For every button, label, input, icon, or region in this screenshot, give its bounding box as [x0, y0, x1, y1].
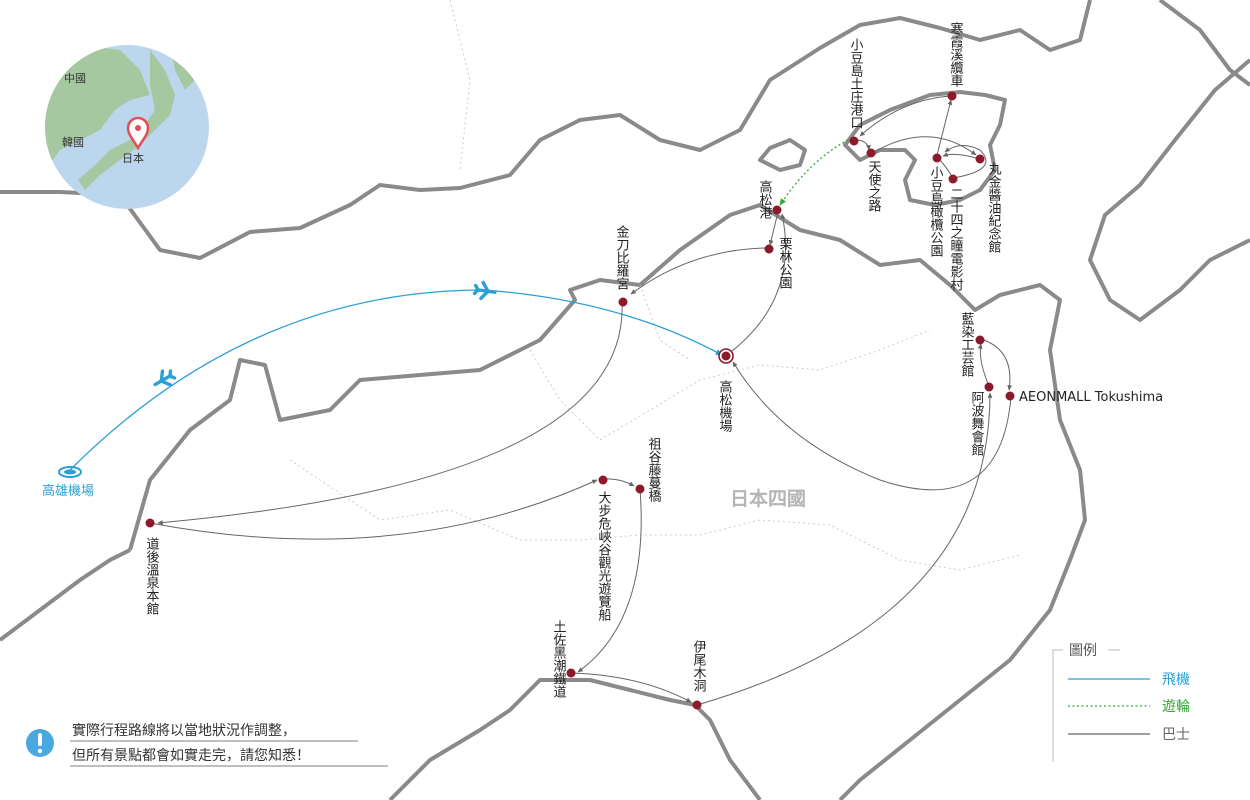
- shikoku-coast: [128, 203, 1087, 800]
- ferry-route: [779, 139, 849, 206]
- region-label: 日本四國: [730, 487, 806, 510]
- flight-routes: [69, 289, 723, 471]
- prefecture-borders: [289, 0, 1021, 571]
- inset-mainland: [45, 45, 150, 200]
- bus-airport-to-port: [726, 213, 787, 356]
- label-dogo: 道後溫泉本館: [144, 537, 160, 615]
- legend-label-plane: 飛機: [1162, 672, 1190, 688]
- bus-marukin-to-olive: [942, 152, 977, 159]
- inset-label-korea: 韓國: [62, 136, 84, 149]
- label-tosa: 土佐黑潮鐵道: [551, 620, 567, 698]
- stop-kaohsiung-airport: [58, 466, 82, 478]
- stop-angel-road: [866, 148, 876, 158]
- stop-kotohira: [618, 297, 628, 307]
- bus-angel-to-marukin: [873, 136, 977, 156]
- kyushu-coast: [0, 548, 131, 642]
- label-marukin: 丸金醬油紀念館: [986, 162, 1002, 253]
- bus-awa-to-aizome: [977, 343, 990, 387]
- bus-iya-to-tosa: [577, 488, 642, 673]
- stops: [58, 91, 1015, 710]
- bus-ritsurin-to-kotohira: [630, 247, 766, 295]
- inset-japan: [78, 50, 175, 190]
- label-aeon: AEONMALL Tokushima: [1019, 390, 1163, 405]
- label-ritsurin: 栗林公園: [777, 237, 793, 289]
- stop-tonosho: [849, 136, 859, 146]
- bus-oboke-to-iya: [602, 478, 635, 487]
- label-nijushi: 二十四之瞳電影村: [948, 187, 964, 291]
- stop-oboke: [598, 475, 608, 485]
- bus-iwaodo-to-awa: [696, 392, 993, 706]
- bus-routes: [149, 95, 1013, 706]
- awaji-island: [1088, 58, 1250, 322]
- stop-takamatsu-port: [772, 205, 782, 215]
- bus-kotohira-to-dogo: [157, 301, 623, 525]
- note-line-2: 但所有景點都會如實走完，請您知悉！: [72, 747, 310, 764]
- label-iwaodo: 伊尾木洞: [691, 640, 707, 692]
- stop-nijushi: [948, 174, 958, 184]
- stop-iya-bridge: [635, 484, 645, 494]
- stop-kankakei: [947, 91, 957, 101]
- bus-kankakei-to-tonosho: [859, 95, 951, 137]
- label-takamatsu-port: 高松港: [757, 179, 773, 219]
- label-tonosho: 小豆島土庄港口: [848, 38, 864, 129]
- stop-olive-park: [932, 153, 942, 163]
- note-line-1: 實際行程路線將以當地狀況作調整，: [72, 722, 296, 739]
- stop-dogo: [145, 518, 155, 528]
- bus-olive-up-kankakei: [936, 99, 953, 156]
- bus-nijushi-to-kankakei: [944, 145, 987, 179]
- label-kankakei: 寒霞溪纜車: [948, 21, 964, 87]
- bus-dogo-to-oboke: [149, 479, 598, 540]
- inset-map: 中國 韓國 日本: [45, 45, 209, 209]
- label-kaohsiung-airport: 高雄機場: [42, 483, 94, 499]
- honshu-coast: [0, 0, 1092, 260]
- legend-label-ferry: 遊輪: [1162, 698, 1190, 715]
- label-olive-park: 小豆島橄欖公園: [928, 166, 944, 257]
- shikoku-south: [388, 678, 762, 800]
- notice: 實際行程路線將以當地狀況作調整， 但所有景點都會如實走完，請您知悉！: [26, 722, 388, 767]
- legend: 圖例 飛機 遊輪 巴士: [1052, 643, 1190, 762]
- stop-aizome: [975, 335, 985, 345]
- label-kotohira: 金刀比羅宮: [614, 224, 630, 290]
- label-takamatsu-airport: 高松機場: [717, 379, 733, 432]
- bus-port-to-ritsurin: [768, 211, 779, 246]
- stop-aeon: [1005, 391, 1015, 401]
- legend-title: 圖例: [1069, 643, 1097, 659]
- honshu-east: [1158, 0, 1250, 87]
- bus-aizome-to-aeon: [980, 338, 1013, 391]
- label-iya-bridge: 祖谷藤蔓橋: [646, 437, 662, 503]
- stop-awa-odori: [984, 382, 994, 392]
- stop-iwaodo: [692, 700, 702, 710]
- legend-label-bus: 巴士: [1162, 727, 1190, 743]
- shodoshima-coast: [843, 90, 1007, 207]
- label-awa-odori: 阿波舞會館: [969, 391, 985, 456]
- stop-marukin: [975, 154, 985, 164]
- label-oboke: 大步危峽谷觀光遊覽船: [596, 491, 612, 622]
- airplane-icon-1: [472, 280, 497, 301]
- stop-tosa: [566, 668, 576, 678]
- label-aizome: 藍染工芸館: [959, 312, 975, 377]
- location-pin-icon: [126, 116, 150, 151]
- vertical-labels: 高松機場 高松港 栗林公園 金刀比羅宮 道後溫泉本館 大步危峽谷觀光遊覽船 祖谷…: [144, 21, 1002, 698]
- inset-label-china: 中國: [64, 72, 86, 85]
- stop-ritsurin: [764, 244, 774, 254]
- bus-tosa-to-iwaodo: [570, 672, 692, 703]
- airplane-icon-2: [153, 369, 177, 387]
- small-island: [758, 138, 807, 172]
- label-angel-road: 天使之路: [866, 160, 882, 212]
- inset-label-japan: 日本: [122, 151, 144, 165]
- exclamation-icon: [26, 729, 54, 757]
- bus-aeon-to-airport: [732, 361, 1012, 491]
- flight-route: [69, 289, 723, 471]
